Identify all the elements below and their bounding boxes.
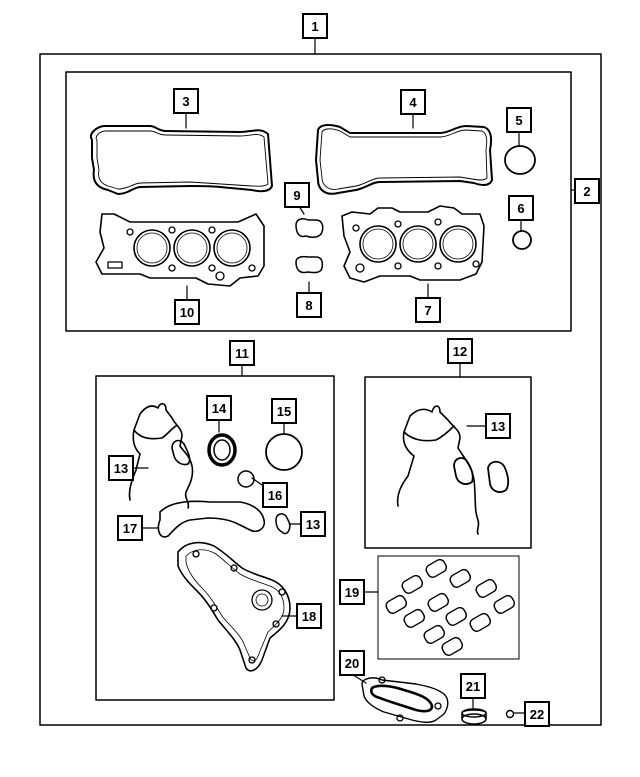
rear-cover-kit-frame <box>364 376 532 549</box>
callout-3: 3 <box>173 88 199 114</box>
gasket-17 <box>157 500 266 538</box>
small-gasket-8 <box>295 255 324 274</box>
valve-cover-gasket-right <box>315 124 493 195</box>
callout-11: 11 <box>229 340 255 366</box>
callout-12: 12 <box>447 338 473 364</box>
o-ring-small <box>512 230 532 250</box>
seal-21 <box>461 708 487 725</box>
o-ring-15 <box>265 433 303 471</box>
intake-gasket-set-frame <box>377 555 520 660</box>
callout-21: 21 <box>460 673 486 699</box>
front-cover-gasket <box>177 541 291 672</box>
timing-cover-kit-frame <box>95 375 335 701</box>
head-gasket-right <box>341 205 485 283</box>
callout-13-small-gasket: 13 <box>300 511 326 537</box>
intake-gasket-set <box>385 558 516 656</box>
valve-cover-gasket-left-inner <box>95 130 269 190</box>
callout-19: 19 <box>339 579 365 605</box>
callout-10: 10 <box>174 299 200 325</box>
callout-6: 6 <box>508 195 534 221</box>
callout-9: 9 <box>284 182 310 208</box>
o-ring-16 <box>237 470 255 488</box>
small-gasket-13 <box>275 513 291 535</box>
timing-cover-gasket-left-loop <box>171 439 191 466</box>
callout-5: 5 <box>506 107 532 133</box>
timing-cover-gasket-right-loop-a <box>453 457 474 485</box>
gasket-20 <box>361 676 449 723</box>
callout-15: 15 <box>271 398 297 424</box>
o-ring-large <box>504 145 536 175</box>
valve-cover-gasket-left <box>90 125 273 195</box>
callout-20: 20 <box>339 650 365 676</box>
callout-17: 17 <box>117 515 143 541</box>
callout-22: 22 <box>524 701 550 727</box>
o-ring-22 <box>505 709 515 719</box>
callout-2: 2 <box>574 178 600 204</box>
valve-cover-gasket-right-inner <box>319 128 488 190</box>
head-gasket-left <box>95 213 265 287</box>
callout-13-timing-cover: 13 <box>108 455 134 481</box>
callout-13-rear-cover: 13 <box>485 413 511 439</box>
callout-14: 14 <box>206 395 232 421</box>
small-gasket-9 <box>295 218 324 238</box>
crank-seal <box>207 433 237 467</box>
callout-16: 16 <box>262 482 288 508</box>
timing-cover-gasket-right-loop-b <box>487 460 510 493</box>
callout-1: 1 <box>302 13 328 39</box>
kit-frame <box>39 53 602 726</box>
upper-kit-frame <box>65 71 572 332</box>
callout-8: 8 <box>296 292 322 318</box>
timing-cover-gasket-left <box>128 402 194 509</box>
callout-4: 4 <box>400 89 426 115</box>
callout-18: 18 <box>296 603 322 629</box>
callout-7: 7 <box>415 297 441 323</box>
timing-cover-gasket-right <box>396 405 480 535</box>
